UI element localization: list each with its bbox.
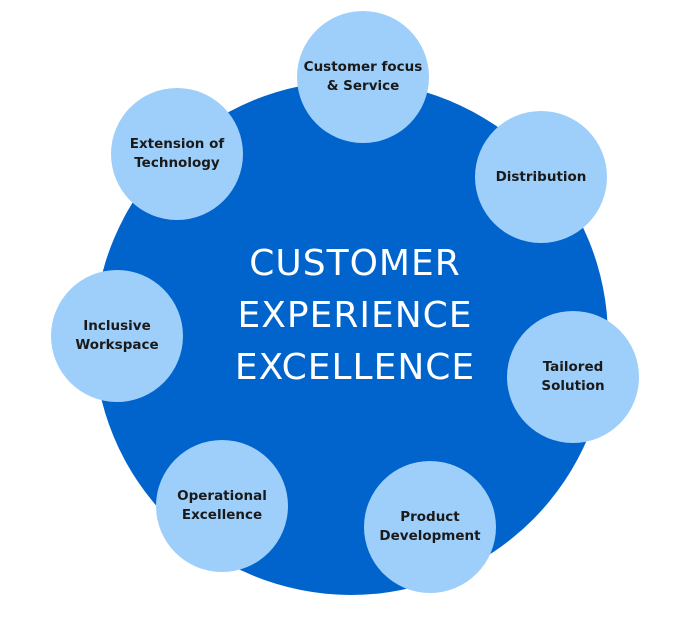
node-label: Inclusive Workspace — [75, 317, 158, 355]
node-operational-excellence: Operational Excellence — [156, 440, 288, 572]
node-label: Extension of Technology — [130, 135, 225, 173]
node-label-line: Solution — [541, 378, 605, 394]
center-title-line: EXPERIENCE — [237, 295, 473, 336]
node-label-line: Excellence — [181, 507, 263, 523]
node-extension-of-technology: Extension of Technology — [111, 88, 243, 220]
node-label-line: Product — [400, 509, 460, 525]
node-distribution: Distribution — [475, 111, 607, 243]
center-title-line: CUSTOMER — [249, 243, 461, 284]
node-label-line: Customer focus — [303, 59, 423, 75]
node-label-line: Operational — [177, 488, 267, 504]
node-label-line: Technology — [134, 155, 220, 171]
node-label: Distribution — [496, 168, 587, 187]
node-inclusive-workspace: Inclusive Workspace — [51, 270, 183, 402]
node-label: Tailored Solution — [541, 358, 604, 396]
node-label-line: Tailored — [542, 359, 604, 375]
node-label-line: & Service — [326, 78, 400, 94]
node-label-line: Extension of — [129, 136, 225, 152]
node-label-line: Inclusive — [83, 318, 151, 334]
center-title: CUSTOMER EXPERIENCE EXCELLENCE — [205, 238, 505, 394]
node-product-development: Product Development — [364, 461, 496, 593]
node-label-line: Development — [379, 528, 481, 544]
node-label: Operational Excellence — [177, 487, 267, 525]
node-label: Product Development — [379, 508, 480, 546]
node-label-line: Workspace — [75, 337, 159, 353]
node-tailored-solution: Tailored Solution — [507, 311, 639, 443]
node-label: Customer focus & Service — [304, 58, 423, 96]
center-title-line: EXCELLENCE — [234, 347, 476, 388]
node-label-line: Distribution — [495, 168, 587, 185]
node-customer-focus-service: Customer focus & Service — [297, 11, 429, 143]
